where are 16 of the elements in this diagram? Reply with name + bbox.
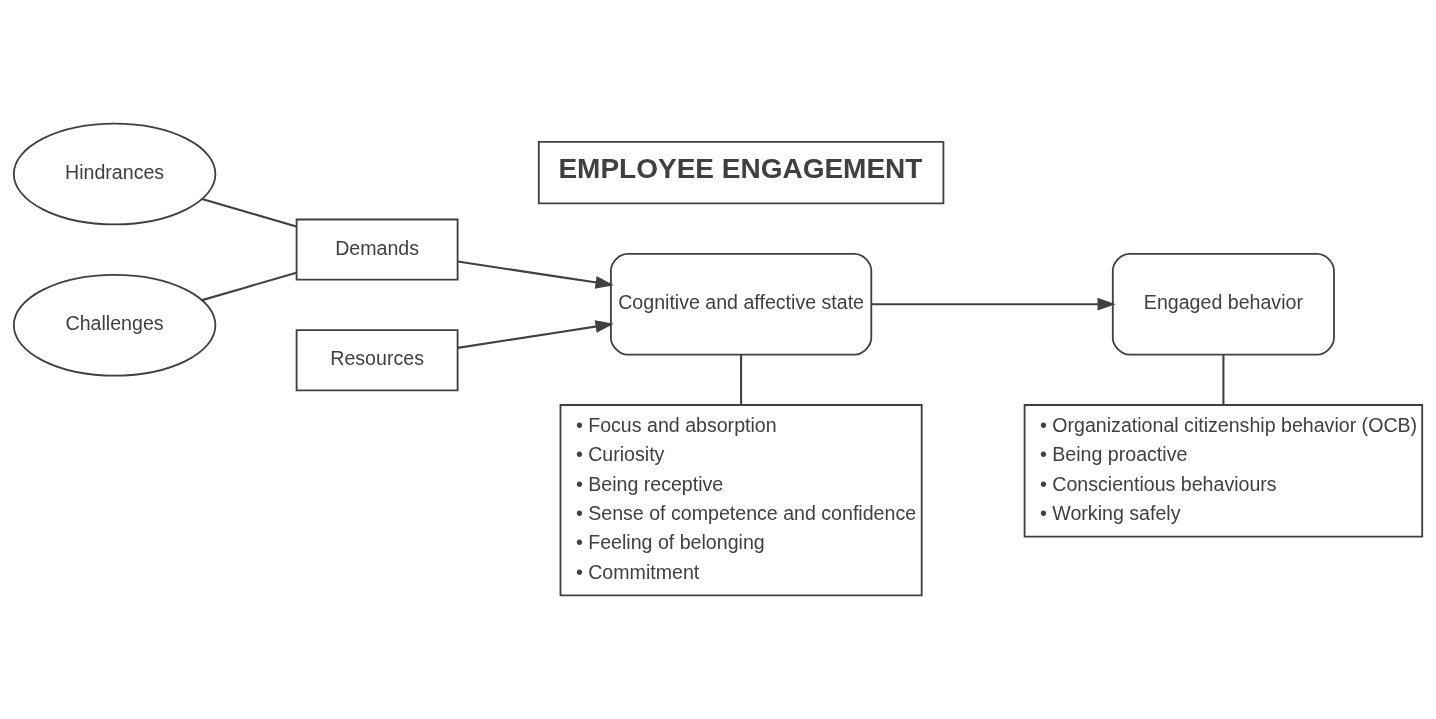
node-box: • Focus and absorption • Curiosity • Being receptive • Sense of competence and confidence • Feeling of belonging • Commitment — [559, 404, 923, 597]
connector — [201, 271, 297, 302]
node-box: Resources — [295, 329, 459, 392]
arrow — [871, 297, 1116, 311]
node-box: Demands — [295, 218, 459, 281]
node-box: • Organizational citizenship behavior (OCB) • Being proactive • Conscientious behaviours • Working safely — [1023, 404, 1424, 538]
arrow — [457, 320, 614, 349]
connector — [201, 198, 297, 228]
node-box: Cognitive and affective state — [610, 252, 873, 356]
node-ellipse: Challenges — [12, 273, 217, 377]
node-box: EMPLOYEE ENGAGEMENT — [537, 140, 945, 205]
connector — [1222, 354, 1225, 405]
connector — [740, 354, 743, 405]
arrow — [457, 260, 614, 289]
node-box: Engaged behavior — [1111, 252, 1335, 356]
node-ellipse: Hindrances — [12, 122, 217, 226]
